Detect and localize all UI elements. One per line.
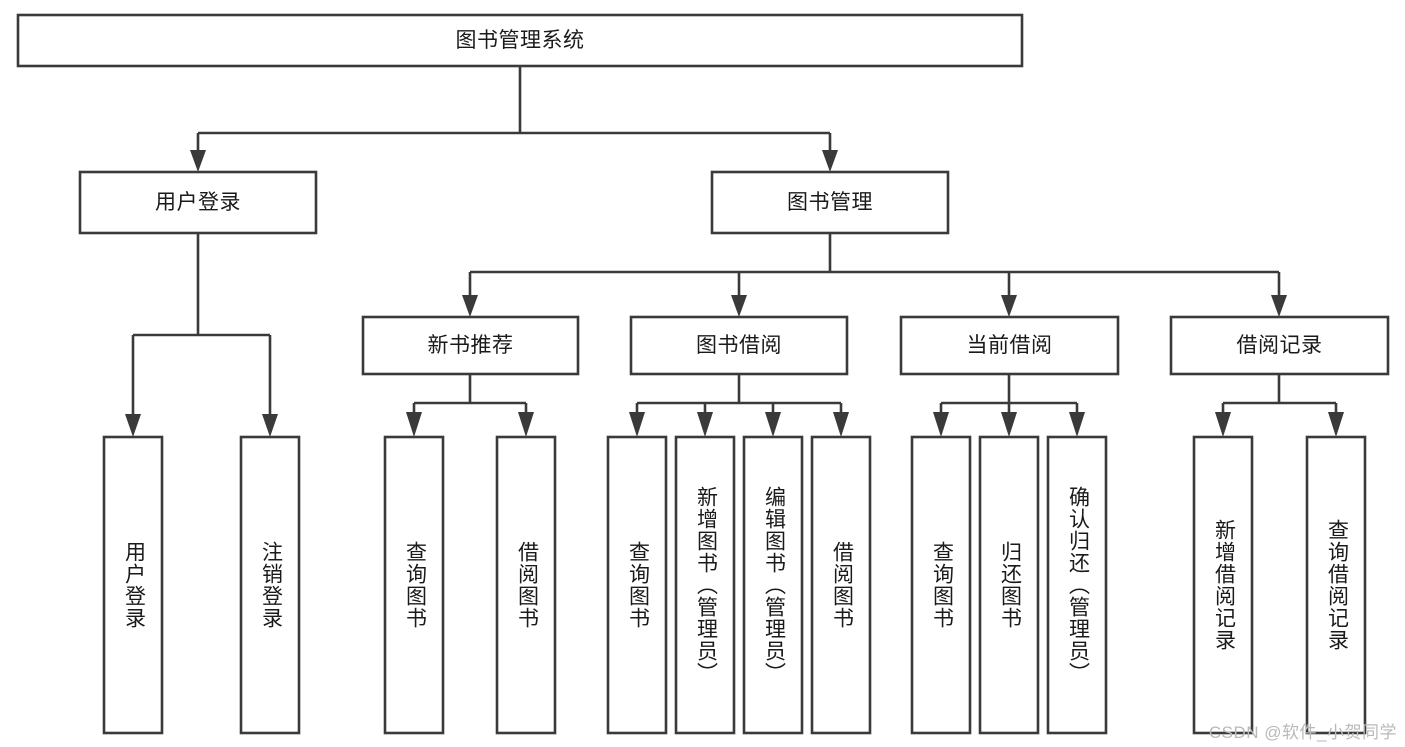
connector-group-new-book xyxy=(406,374,534,437)
arrow-leaf-book-borrow-1 xyxy=(629,412,645,437)
node-box-leaf-borrow-record-2[interactable] xyxy=(1305,435,1367,735)
node-box-leaf-book-borrow-1[interactable] xyxy=(606,435,668,735)
node-box-current-borrow[interactable] xyxy=(899,315,1120,376)
node-box-leaf-user-login-1[interactable] xyxy=(102,435,164,735)
arrow-leaf-user-login-2 xyxy=(262,414,278,437)
arrow-leaf-current-borrow-2 xyxy=(1001,412,1017,437)
arrow-book-mgmt xyxy=(822,150,838,172)
connector-group-book-mgmt xyxy=(462,233,1287,317)
node-box-leaf-current-borrow-2[interactable] xyxy=(978,435,1040,735)
node-box-leaf-book-borrow-4[interactable] xyxy=(810,435,872,735)
arrow-user-login xyxy=(190,150,206,172)
arrow-book-borrow xyxy=(731,295,747,317)
arrow-leaf-current-borrow-3 xyxy=(1069,412,1085,437)
arrow-borrow-record xyxy=(1271,295,1287,317)
arrow-leaf-borrow-record-1 xyxy=(1215,412,1231,437)
arrow-leaf-current-borrow-1 xyxy=(933,412,949,437)
node-box-leaf-new-book-1[interactable] xyxy=(383,435,445,735)
node-box-leaf-borrow-record-1[interactable] xyxy=(1192,435,1254,735)
node-box-leaf-user-login-2[interactable] xyxy=(239,435,301,735)
connector-group-current-borrow xyxy=(933,374,1085,437)
arrow-leaf-book-borrow-2 xyxy=(697,412,713,437)
connector-group-book-borrow xyxy=(629,374,849,437)
node-box-root[interactable] xyxy=(16,13,1024,68)
node-box-book-borrow[interactable] xyxy=(629,315,849,376)
arrow-leaf-new-book-1 xyxy=(406,412,422,437)
node-box-leaf-book-borrow-3[interactable] xyxy=(742,435,804,735)
arrow-leaf-book-borrow-3 xyxy=(765,412,781,437)
arrow-new-book xyxy=(462,295,478,317)
arrow-leaf-new-book-2 xyxy=(518,412,534,437)
node-box-new-book[interactable] xyxy=(361,315,580,376)
node-box-leaf-book-borrow-2[interactable] xyxy=(674,435,736,735)
connector-group-root-to-level2 xyxy=(190,66,838,172)
node-box-leaf-current-borrow-1[interactable] xyxy=(910,435,972,735)
connector-group-borrow-record xyxy=(1215,374,1344,437)
node-box-leaf-new-book-2[interactable] xyxy=(495,435,557,735)
arrow-leaf-user-login-1 xyxy=(125,414,141,437)
node-box-leaf-current-borrow-3[interactable] xyxy=(1046,435,1108,735)
node-box-book-mgmt[interactable] xyxy=(710,170,950,235)
arrow-current-borrow xyxy=(1001,295,1017,317)
node-box-borrow-record[interactable] xyxy=(1169,315,1390,376)
connector-group-user-login xyxy=(125,233,278,437)
node-box-user-login[interactable] xyxy=(78,170,318,235)
arrow-leaf-book-borrow-4 xyxy=(833,412,849,437)
arrow-leaf-borrow-record-2 xyxy=(1328,412,1344,437)
